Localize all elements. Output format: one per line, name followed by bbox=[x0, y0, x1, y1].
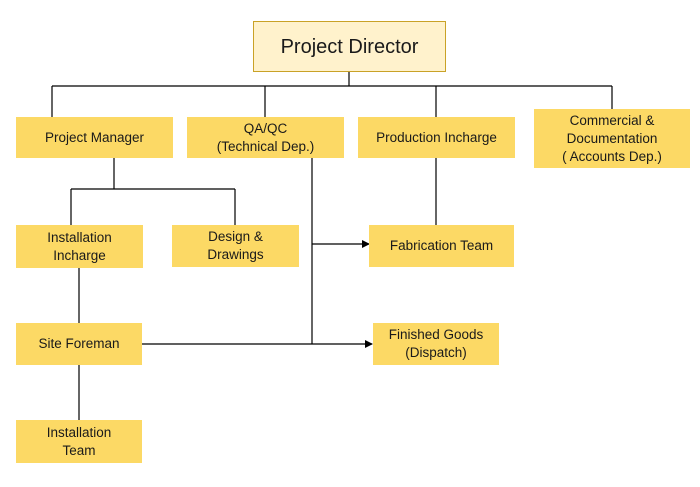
node-design-drawings: Design & Drawings bbox=[172, 225, 299, 267]
node-label-line: Team bbox=[62, 442, 96, 458]
node-label-line: Finished Goods bbox=[388, 327, 484, 342]
node-label-line: Fabrication Team bbox=[389, 238, 494, 253]
node-production-incharge: Production Incharge bbox=[358, 117, 515, 158]
node-label-line: Design & bbox=[208, 229, 263, 244]
node-project-director: Project Director bbox=[253, 21, 446, 72]
node-label-line: QA/QC bbox=[243, 120, 288, 136]
node-fabrication-team: Fabrication Team bbox=[369, 225, 514, 267]
node-label-line: Installation bbox=[46, 424, 112, 440]
node-label-line: Project Manager bbox=[44, 129, 145, 145]
node-label-line: Incharge bbox=[53, 247, 106, 263]
node-qaqc: QA/QC (Technical Dep.) bbox=[187, 117, 344, 158]
node-label-line: (Dispatch) bbox=[405, 345, 467, 360]
node-label-line: (Technical Dep.) bbox=[216, 138, 315, 154]
node-label-line: Installation bbox=[47, 229, 112, 245]
node-label-line: Commercial & bbox=[569, 112, 655, 128]
node-finished-goods: Finished Goods (Dispatch) bbox=[373, 323, 499, 365]
node-label-line: Production Incharge bbox=[376, 129, 497, 145]
node-label-line: ( Accounts Dep.) bbox=[562, 148, 662, 164]
node-label-line: Drawings bbox=[207, 247, 264, 262]
node-label-line: Project Director bbox=[280, 35, 419, 58]
node-label-line: Site Foreman bbox=[38, 336, 120, 351]
node-label-line: Documentation bbox=[566, 130, 658, 146]
node-site-foreman: Site Foreman bbox=[16, 323, 142, 365]
node-project-manager: Project Manager bbox=[16, 117, 173, 158]
node-commercial-documentation: Commercial & Documentation ( Accounts Dep.… bbox=[534, 109, 690, 168]
